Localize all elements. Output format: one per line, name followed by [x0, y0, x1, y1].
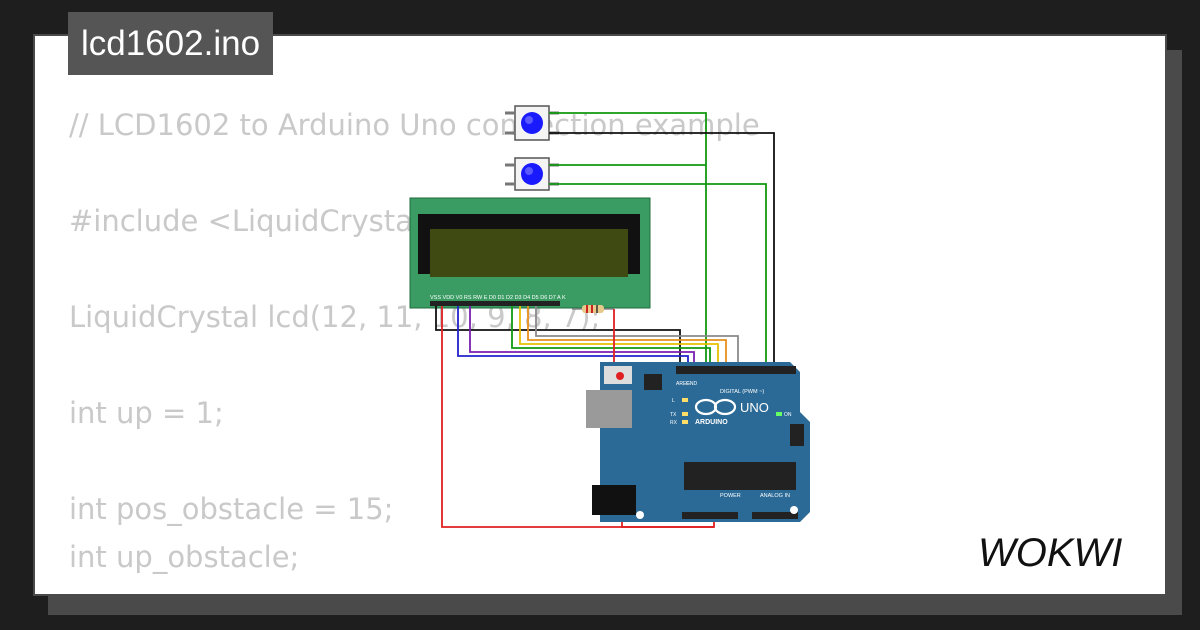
svg-text:L: L [672, 398, 675, 404]
svg-text:ON: ON [784, 412, 792, 418]
svg-text:RX: RX [670, 420, 678, 426]
board-brand: ARDUINO [695, 419, 728, 426]
arduino-logo-icon [694, 398, 737, 416]
digital-header [676, 366, 796, 374]
pushbutton-bottom[interactable] [505, 157, 559, 191]
arduino-uno-board[interactable]: AREF GND DIGITAL (PWM ~) L TX RX UNO ARD… [586, 362, 810, 522]
board-model: UNO [740, 400, 769, 415]
power-jack [592, 485, 636, 515]
icsp-header-2 [790, 424, 804, 446]
lcd1602-display[interactable]: VSS VDD V0 RS RW E D0 D1 D2 D3 D4 D5 D6 … [409, 197, 651, 309]
lcd-pin-header [430, 301, 560, 306]
code-line: int up = 1; [69, 396, 224, 430]
analog-header [752, 512, 798, 519]
project-title[interactable]: lcd1602.ino [68, 12, 274, 75]
code-line: int up_obstacle; [69, 540, 300, 574]
lcd-wires [435, 306, 739, 528]
lcd-pin-labels: VSS VDD V0 RS RW E D0 D1 D2 D3 D4 D5 D6 … [430, 295, 566, 301]
atmega-chip [684, 462, 796, 490]
svg-text:WOKWI: WOKWI [978, 531, 1122, 575]
wokwi-logo[interactable]: WOKWI [978, 531, 1122, 575]
digital-label: DIGITAL (PWM ~) [720, 389, 764, 395]
resistor[interactable] [572, 305, 614, 313]
icsp-header [644, 374, 662, 390]
svg-text:TX: TX [670, 412, 677, 418]
svg-text:GND: GND [686, 381, 698, 387]
power-header [682, 512, 738, 519]
pushbutton-top[interactable] [505, 105, 559, 141]
code-line: int pos_obstacle = 15; [69, 492, 394, 526]
svg-text:AREF: AREF [676, 381, 689, 387]
svg-text:ANALOG IN: ANALOG IN [760, 493, 790, 499]
usb-port [586, 390, 632, 428]
svg-text:POWER: POWER [720, 493, 741, 499]
